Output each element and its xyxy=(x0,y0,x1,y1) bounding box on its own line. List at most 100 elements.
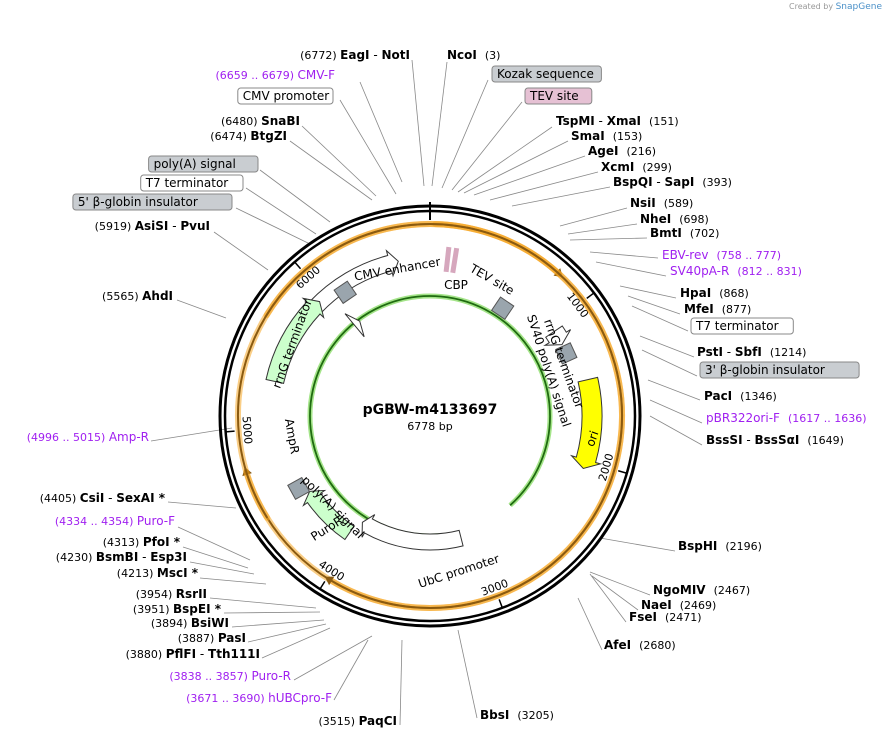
leader-line xyxy=(333,639,369,701)
enzyme-label: (5919) AsiSI - PvuI xyxy=(95,219,210,233)
site-label-left: (3838 .. 3857) Puro-R xyxy=(169,669,291,683)
inner-feature-label: CMV enhancer xyxy=(353,255,441,284)
primer-label: (4996 .. 5015) Amp-R xyxy=(27,430,149,444)
enzyme-label: BspQI - SapI(393) xyxy=(613,175,732,189)
feature-box-label-box xyxy=(140,174,244,192)
leader-line xyxy=(627,295,681,315)
site-label-left: 5' β-globin insulator xyxy=(72,193,233,211)
enzyme-label: FseI(2471) xyxy=(629,610,702,624)
leader-line xyxy=(463,140,569,194)
inner-feature-label: ori xyxy=(583,429,601,448)
site-label-left: (4405) CsiI - SexAI * xyxy=(40,491,166,505)
enzyme-label: SmaI(153) xyxy=(571,129,642,143)
tick-mark xyxy=(498,599,504,609)
tick-mark xyxy=(225,430,235,433)
enzyme-label: (3887) PasI xyxy=(178,631,246,645)
leader-line xyxy=(647,379,701,401)
enzyme-label: PacI(1346) xyxy=(704,389,777,403)
plasmid-center-label: pGBW-m4133697 6778 bp xyxy=(363,402,498,433)
site-label-left: CMV promoter xyxy=(237,87,334,105)
leader-line xyxy=(293,635,373,681)
snapgene-credit: Created by SnapGene xyxy=(789,2,882,12)
enzyme-label: (3880) PflFI - Tth111I xyxy=(126,647,260,661)
site-label-right: SmaI(153) xyxy=(571,129,642,143)
leader-line xyxy=(649,399,703,424)
site-label-left: (4334 .. 4354) Puro-F xyxy=(55,514,175,528)
feature-box-label: T7 terminator xyxy=(145,176,229,190)
leader-line xyxy=(176,299,227,319)
feature-box-label: Kozak sequence xyxy=(497,67,594,81)
orf-arc xyxy=(237,223,623,609)
site-label-left: T7 terminator xyxy=(140,174,244,192)
enzyme-label: (4313) PfoI * xyxy=(103,535,181,549)
site-label-left: (6480) SnaBI xyxy=(221,114,300,128)
leader-line xyxy=(339,99,397,195)
site-label-left: (3954) RsrII xyxy=(136,587,207,601)
primer-label: pBR322ori-F(1617 .. 1636) xyxy=(706,411,867,425)
feature-box-label: CMV promoter xyxy=(243,89,330,103)
site-label-right: SV40pA-R(812 .. 831) xyxy=(670,264,802,278)
site-label-right: TspMI - XmaI(151) xyxy=(556,114,679,128)
leader-line xyxy=(559,207,628,227)
leader-line xyxy=(631,305,689,332)
feature-box-label: poly(A) signal xyxy=(154,157,236,171)
enzyme-label: NheI(698) xyxy=(640,212,709,226)
inner-feature-label: TEV site xyxy=(467,261,517,298)
leader-line xyxy=(245,187,317,235)
enzyme-label: (5565) AhdI xyxy=(102,289,173,303)
site-label-right: AfeI(2680) xyxy=(604,638,676,652)
feature-box-label-box xyxy=(491,65,602,83)
site-label-right: NaeI(2469) xyxy=(641,598,716,612)
site-label-right: 3' β-globin insulator xyxy=(699,361,860,379)
leader-line xyxy=(189,561,255,575)
tev-site-feature xyxy=(450,247,460,274)
ori-arrow xyxy=(569,376,603,469)
leader-line xyxy=(639,335,695,358)
site-label-right: PacI(1346) xyxy=(704,389,777,403)
feature-box-label-box xyxy=(148,155,259,173)
primer-label: (3671 .. 3690) hUBCpro-F xyxy=(186,691,332,705)
inner-feature-label: CBP xyxy=(444,278,468,292)
primer-label: EBV-rev(758 .. 777) xyxy=(662,248,781,262)
leader-line xyxy=(231,619,325,628)
enzyme-label: (3515) PaqCI xyxy=(318,714,397,728)
site-label-right: BspHI(2196) xyxy=(678,539,762,553)
leader-line xyxy=(167,501,237,509)
leader-line xyxy=(213,231,269,271)
site-label-left: (5565) AhdI xyxy=(102,289,173,303)
site-label-left: (3671 .. 3690) hUBCpro-F xyxy=(186,691,332,705)
enzyme-label: BmtI(702) xyxy=(650,226,719,240)
site-label-left: (4313) PfoI * xyxy=(103,535,181,549)
site-label-right: PstI - SbfI(1214) xyxy=(697,345,806,359)
leader-line xyxy=(223,611,321,614)
site-label-right: BbsI(3205) xyxy=(480,708,554,722)
leader-line xyxy=(619,285,677,299)
enzyme-label: (4213) MscI * xyxy=(117,566,199,580)
enzyme-label: TspMI - XmaI(151) xyxy=(556,114,679,128)
site-label-right: T7 terminator xyxy=(690,317,794,335)
site-label-right: XcmI(299) xyxy=(601,160,672,174)
enzyme-label: BssSI - BssSαI(1649) xyxy=(706,433,844,447)
site-label-left: (4213) MscI * xyxy=(117,566,199,580)
site-label-right: NgoMIV(2467) xyxy=(653,583,750,597)
site-label-right: AgeI(216) xyxy=(588,144,656,158)
leader-line xyxy=(209,597,317,609)
site-label-left: (3880) PflFI - Tth111I xyxy=(126,647,260,661)
leader-line xyxy=(411,59,425,187)
enzyme-label: (3954) RsrII xyxy=(136,587,207,601)
enzyme-label: AfeI(2680) xyxy=(604,638,676,652)
leader-line xyxy=(457,126,553,193)
tick-mark xyxy=(319,580,326,590)
tick-mark xyxy=(617,470,628,475)
sv40-polya-box xyxy=(490,296,515,321)
site-label-left: (4230) BsmBI - Esp3I xyxy=(56,550,187,564)
site-label-right: MfeI(877) xyxy=(684,302,751,316)
leader-line xyxy=(441,79,489,189)
leader-line xyxy=(359,81,403,183)
small-gray-box xyxy=(555,342,578,365)
enzyme-label: PstI - SbfI(1214) xyxy=(697,345,806,359)
polya-signal-box xyxy=(287,476,311,500)
enzyme-label: (6474) BtgZI xyxy=(210,129,287,143)
feature-box-label-box xyxy=(237,87,334,105)
